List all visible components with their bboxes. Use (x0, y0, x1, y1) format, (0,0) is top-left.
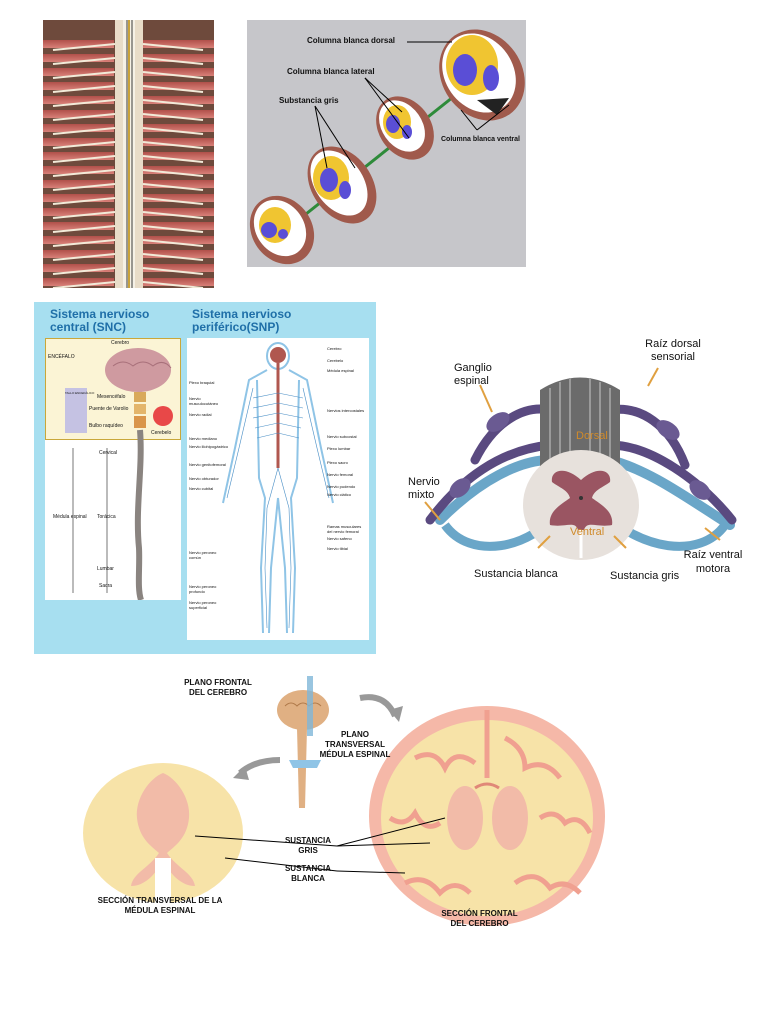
cross-section-4 (422, 20, 526, 137)
snp-label-right: Cerebelo (327, 358, 367, 363)
label-sacra: Sacra (99, 583, 112, 589)
snp-label-left: Nervio mediano (189, 436, 229, 441)
snp-label-left: Nervio genitofemoral (189, 462, 229, 467)
snp-label-right: Nervio subcostal (327, 434, 367, 439)
label-raiz-dorsal: Raíz dorsal sensorial (638, 338, 708, 364)
snp-label-right: Cerebro (327, 346, 367, 351)
snc-title: Sistema nervioso central (SNC) (50, 308, 185, 334)
label-ventral: Ventral (570, 526, 604, 538)
label-raiz-ventral: Raíz ventral motora (678, 548, 748, 576)
label-tallo: TALLO ENCEFÁLICO (65, 391, 94, 395)
label-dorsal: Dorsal (576, 430, 608, 442)
spine-anatomy-illustration (43, 20, 214, 288)
label-lateral-white-column: Columna blanca lateral (287, 67, 375, 76)
snp-label-left: Nervio peroneo superficial (189, 600, 229, 610)
snp-label-left: Nervio radial (189, 412, 229, 417)
label-ganglio-espinal: Ganglio espinal (454, 362, 504, 388)
label-encefalo: ENCÉFALO (48, 354, 75, 360)
spinal-cross-sections-diagram: Columna blanca dorsal Columna blanca lat… (247, 20, 526, 267)
spine-anatomy-photo (43, 20, 214, 288)
label-plano-transversal: PLANO TRANSVERSAL MÉDULA ESPINAL (319, 730, 391, 760)
snp-label-right: Nervio femoral (327, 472, 367, 477)
label-nervio-mixto: Nervio mixto (408, 476, 448, 502)
label-ventral-white-column: Columna blanca ventral (441, 136, 520, 143)
label-puente: Puente de Varolio (89, 406, 128, 412)
snp-label-left: Nervio peroneo profundo (189, 584, 229, 594)
snp-label-right: Nervio tibial (327, 546, 367, 551)
snp-label-right: Médula espinal (327, 368, 367, 373)
label-sustancia-blanca: Sustancia blanca (474, 568, 558, 580)
label-gray-substance: Substancia gris (279, 96, 339, 105)
nervous-system-diagram: Sistema nervioso central (SNC) Sistema n… (34, 302, 376, 654)
snp-label-left: Nervio peroneo común (189, 550, 229, 560)
snp-label-right: Nervio safeno (327, 536, 367, 541)
label-sustancia-gris: Sustancia gris (610, 570, 679, 582)
label-seccion-transversal: SECCIÓN TRANSVERSAL DE LA MÉDULA ESPINAL (95, 896, 225, 916)
label-cerebro: Cerebro (111, 340, 129, 346)
snp-label-left: Nervio obturador (189, 476, 229, 481)
label-sustancia-blanca-brain: SUSTANCIA BLANCA (280, 864, 336, 884)
snp-label-right: Plexo sacro (327, 460, 367, 465)
snp-label-right: Nervio ciático (327, 492, 367, 497)
label-sustancia-gris-brain: SUSTANCIA GRIS (280, 836, 336, 856)
label-cerebelo: Cerebelo (151, 430, 171, 436)
snp-label-right: Plexo lumbar (327, 446, 367, 451)
snp-label-right: Nervio pudendo (327, 484, 367, 489)
label-seccion-frontal: SECCIÓN FRONTAL DEL CEREBRO (437, 909, 522, 929)
spinal-cord-3d-diagram: Ganglio espinal Raíz dorsal sensorial Ne… (400, 330, 760, 595)
label-lumbar: Lumbar (97, 566, 114, 572)
snp-label-right: Nervios intercostales (327, 408, 367, 413)
snp-label-right: Ramas musculares del nervio femoral (327, 524, 367, 534)
label-bulbo: Bulbo raquídeo (89, 423, 123, 429)
label-cervical: Cervical (99, 450, 117, 456)
snp-label-left: Nervio iliohipogástrico (189, 444, 229, 449)
brain-sections-diagram: PLANO FRONTAL DEL CEREBRO PLANO TRANSVER… (75, 668, 640, 938)
snc-card: Cerebro ENCÉFALO TALLO ENCEFÁLICO Mesenc… (45, 338, 181, 600)
label-toracica: Torácica (97, 514, 116, 520)
label-dorsal-white-column: Columna blanca dorsal (307, 36, 395, 45)
label-plano-frontal: PLANO FRONTAL DEL CEREBRO (183, 678, 253, 698)
snp-title: Sistema nervioso periférico(SNP) (192, 308, 367, 334)
snp-label-left: Plexo braquial (189, 380, 229, 385)
label-mesencefalo: Mesencéfalo (97, 394, 125, 400)
snp-label-left: Nervio cubital (189, 486, 229, 491)
label-medula: Médula espinal (53, 514, 87, 520)
snp-label-left: Nervio musculocutáneo (189, 396, 229, 406)
